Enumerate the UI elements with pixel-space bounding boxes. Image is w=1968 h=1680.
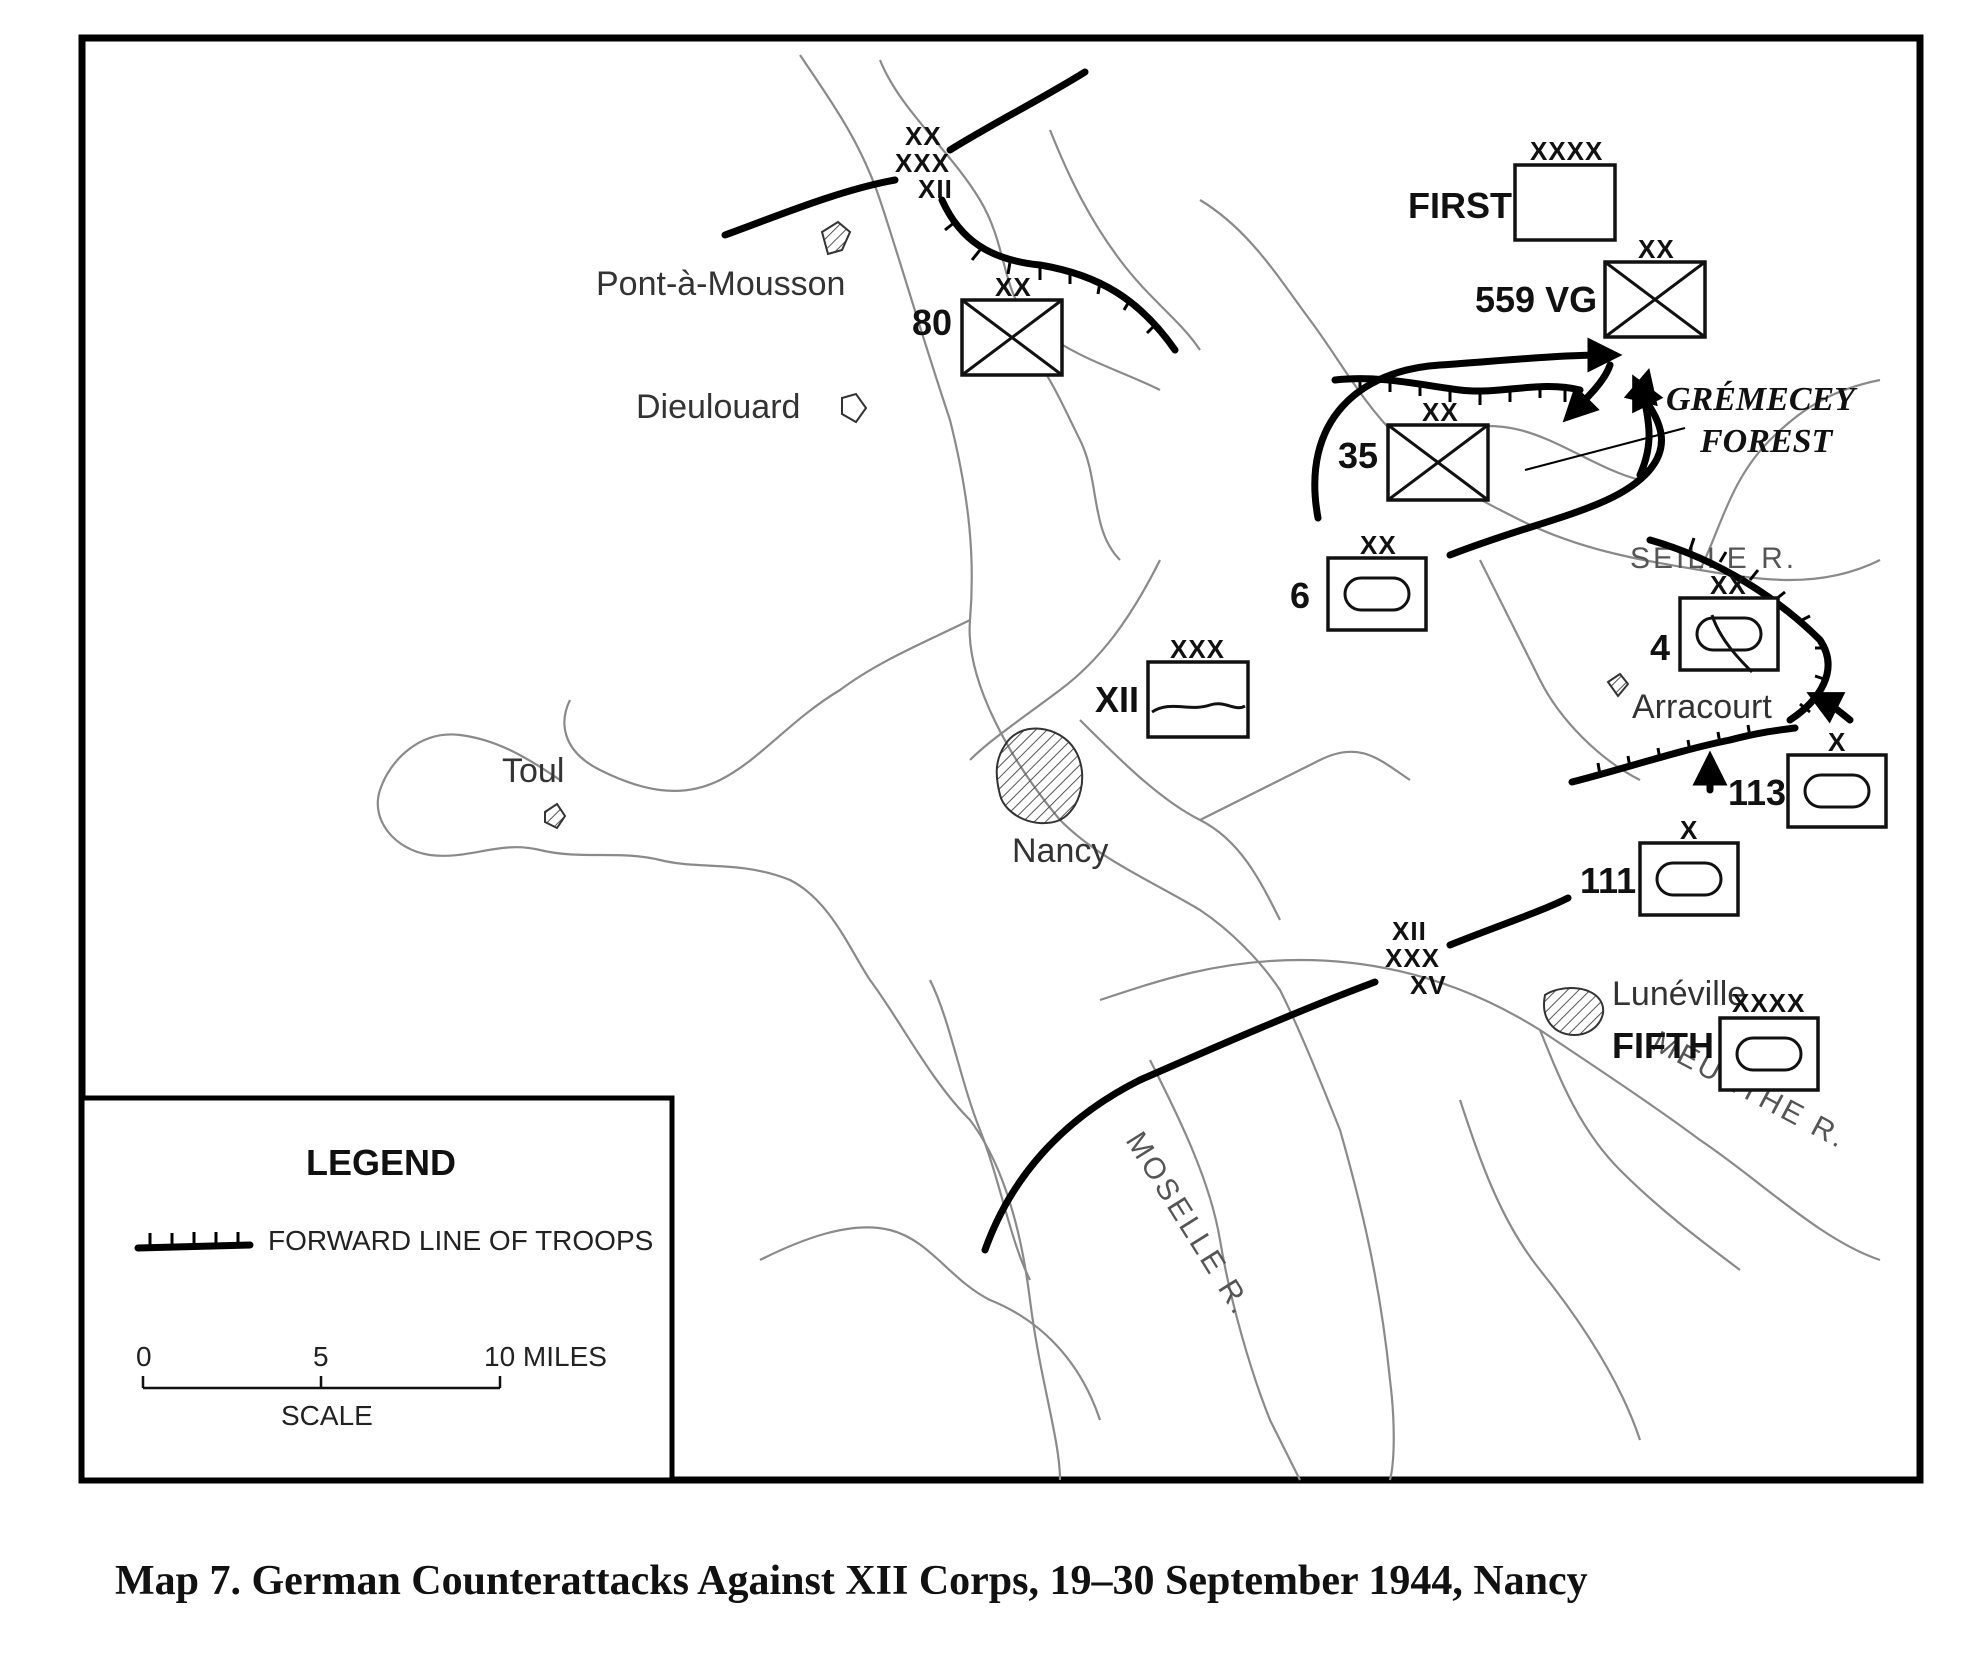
scale-5: 5 — [313, 1341, 329, 1372]
flot-gremecey-ticks — [1358, 378, 1567, 405]
unit-35-label: 35 — [1338, 435, 1378, 476]
place-nancy: Nancy — [1012, 832, 1108, 870]
unit-111-label: 111 — [1580, 860, 1636, 901]
east-stream-1 — [1699, 378, 1881, 571]
south-stream-1 — [1149, 1059, 1301, 1481]
forest-label-line1: GRÉMECEY — [1666, 381, 1858, 418]
flot-arracourt-north-ticks — [1688, 537, 1828, 714]
scale-label: SCALE — [281, 1400, 373, 1431]
unit-first-echelon: XXXX — [1530, 136, 1603, 166]
legend-box — [79, 1095, 675, 1483]
flot-north-ticks — [944, 220, 1157, 335]
place-luneville: Lunéville — [1612, 975, 1746, 1013]
boundary-south-lower: XV — [1410, 970, 1447, 1000]
unit-80-label: 80 — [912, 302, 952, 343]
unit-35-division: XX 35 — [1338, 397, 1490, 502]
scale-bar — [141, 1376, 502, 1390]
boundary-north-mid: XXX — [895, 148, 950, 178]
moselle-river-west — [563, 619, 971, 792]
scale-0: 0 — [136, 1341, 152, 1372]
moselle-river — [799, 54, 1395, 1481]
unit-113-brigade: X 113 — [1728, 727, 1888, 829]
unit-111-echelon: X — [1680, 815, 1698, 845]
unit-4-label: 4 — [1650, 627, 1670, 668]
dieulouard-town — [841, 392, 868, 424]
unit-113-label: 113 — [1728, 772, 1786, 813]
legend-flot-line — [134, 1241, 254, 1252]
north-stream — [1048, 129, 1201, 351]
meurthe-river — [1099, 958, 1881, 1262]
unit-first-label: FIRST — [1408, 185, 1512, 226]
place-pont-a-mousson: Pont-à-Mousson — [596, 265, 845, 303]
nancy-stream — [969, 559, 1161, 761]
legend-flot-ticks — [148, 1232, 240, 1245]
meurthe-river-2 — [1538, 1029, 1741, 1271]
unit-4-armored: XX 4 — [1650, 570, 1780, 674]
unit-559vg-echelon: XX — [1638, 234, 1675, 264]
nancy-east-stream — [1079, 719, 1281, 921]
unit-6-armored: XX 6 — [1290, 530, 1428, 632]
forest-label-line2: FOREST — [1699, 423, 1833, 460]
arrow-north-attack — [1311, 337, 1623, 522]
legend: LEGEND FORWARD LINE OF TROOPS 0 5 10 MIL… — [79, 1095, 675, 1483]
toul-town — [544, 802, 567, 830]
scale-10: 10 MILES — [484, 1341, 607, 1372]
place-arracourt: Arracourt — [1632, 688, 1772, 726]
south-stream-4 — [1458, 1099, 1642, 1441]
legend-flot-label: FORWARD LINE OF TROOPS — [268, 1225, 653, 1256]
unit-80-division: XX 80 — [912, 272, 1064, 377]
unit-559vg-label: 559 VG — [1475, 279, 1597, 320]
river-label-seille: SEILLE R. — [1630, 542, 1797, 575]
mid-stream — [1199, 750, 1411, 821]
boundary-south-upper: XII — [1392, 916, 1427, 946]
boundary-north-lower: XII — [918, 174, 953, 204]
east-stream-2 — [1479, 559, 1641, 781]
flot-north — [938, 196, 1179, 354]
map-caption: Map 7. German Counterattacks Against XII… — [115, 1558, 1588, 1604]
arrow-arracourt-sw — [1806, 692, 1854, 724]
pointer-gremecey — [1524, 427, 1686, 471]
unit-111-brigade: X 111 — [1580, 815, 1740, 917]
flot-arracourt-south-ticks — [1596, 724, 1752, 776]
nancy-town — [995, 727, 1084, 825]
forward-lines — [938, 196, 1832, 786]
south-stream-3 — [759, 1226, 1102, 1421]
arrow-german-southwest — [1562, 361, 1614, 423]
arrow-gremecey-up — [1623, 368, 1658, 479]
boundary-north-upper: XX — [905, 121, 942, 151]
boundary-south-west — [981, 978, 1379, 1254]
unit-first-army: XXXX FIRST — [1408, 136, 1617, 242]
boundary-north-west — [721, 176, 899, 239]
attack-arrows — [1311, 337, 1854, 794]
pont-a-mousson-town — [820, 220, 852, 256]
unit-fifth-army: XXXX FIFTH — [1612, 988, 1820, 1092]
unit-fifth-label: FIFTH — [1612, 1025, 1714, 1066]
boundary-north-east — [946, 68, 1089, 154]
unit-6-label: 6 — [1290, 575, 1310, 616]
unit-fifth-echelon: XXXX — [1732, 988, 1805, 1018]
luneville-town — [1543, 987, 1605, 1037]
unit-4-echelon: XX — [1710, 570, 1747, 600]
unit-xii-label: XII — [1095, 679, 1139, 720]
unit-xii-corps: XXX XII — [1095, 634, 1250, 739]
upper-stream-1 — [878, 59, 1161, 391]
unit-35-echelon: XX — [1422, 397, 1459, 427]
unit-xii-echelon: XXX — [1170, 634, 1225, 664]
boundary-south-east — [1446, 894, 1572, 949]
south-stream-2 — [929, 979, 1031, 1281]
place-toul: Toul — [502, 752, 564, 790]
legend-title: LEGEND — [306, 1142, 456, 1183]
unit-113-echelon: X — [1828, 727, 1846, 757]
arracourt-town — [1606, 672, 1630, 698]
boundary-south-mid: XXX — [1385, 943, 1440, 973]
unit-559vg: XX 559 VG — [1475, 234, 1707, 339]
place-dieulouard: Dieulouard — [636, 388, 800, 426]
towns — [544, 220, 1630, 1037]
boundaries — [721, 68, 1572, 1254]
unit-6-echelon: XX — [1360, 530, 1397, 560]
arrow-gremecey-loop — [1446, 374, 1665, 559]
unit-80-echelon: XX — [995, 272, 1032, 302]
